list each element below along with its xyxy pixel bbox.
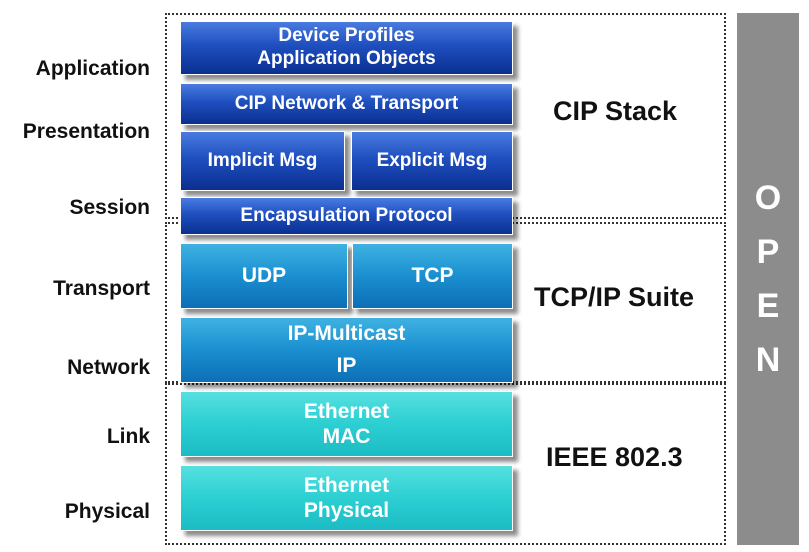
ieee-label: IEEE 802.3 bbox=[546, 442, 683, 472]
implicit-msg-block: Implicit Msg bbox=[180, 131, 345, 191]
cip-stack-label: CIP Stack bbox=[553, 96, 678, 126]
ethernet-mac-line2: MAC bbox=[322, 425, 371, 448]
cip-network-label: CIP Network & Transport bbox=[234, 92, 459, 114]
udp-label: UDP bbox=[241, 264, 287, 288]
ethernet-mac-line1: Ethernet bbox=[303, 399, 390, 423]
open-letter-e: E bbox=[756, 287, 780, 325]
ethernet-mac-block: Ethernet MAC bbox=[180, 391, 513, 457]
open-letter-o: O bbox=[754, 179, 782, 217]
ethernet-physical-block: Ethernet Physical bbox=[180, 465, 513, 531]
open-letter-n: N bbox=[755, 341, 781, 379]
osi-layer-presentation: Presentation bbox=[22, 120, 150, 143]
open-bar: O P E N bbox=[737, 13, 799, 545]
encapsulation-block: Encapsulation Protocol bbox=[180, 197, 513, 235]
implicit-msg-label: Implicit Msg bbox=[207, 149, 318, 171]
cip-network-block: CIP Network & Transport bbox=[180, 83, 513, 125]
tcpip-suite-label: TCP/IP Suite bbox=[534, 282, 695, 312]
open-letter-p: P bbox=[756, 233, 780, 271]
device-profiles-line2: Application Objects bbox=[257, 48, 436, 69]
osi-layer-network: Network bbox=[67, 356, 150, 379]
osi-layer-application: Application bbox=[35, 57, 150, 80]
ip-block: IP-Multicast IP bbox=[180, 317, 513, 383]
explicit-msg-block: Explicit Msg bbox=[351, 131, 513, 191]
ieee-region bbox=[165, 383, 726, 545]
device-profiles-line1: Device Profiles bbox=[278, 25, 415, 47]
device-profiles-block: Device Profiles Application Objects bbox=[180, 21, 513, 75]
ethernet-physical-line2: Physical bbox=[303, 499, 390, 522]
osi-layer-physical: Physical bbox=[64, 500, 150, 523]
ip-label: IP bbox=[336, 354, 357, 378]
udp-block: UDP bbox=[180, 243, 348, 309]
explicit-msg-label: Explicit Msg bbox=[376, 149, 488, 171]
osi-layer-session: Session bbox=[69, 196, 150, 219]
tcp-block: TCP bbox=[352, 243, 513, 309]
ethernet-physical-line1: Ethernet bbox=[303, 473, 390, 497]
osi-layer-transport: Transport bbox=[53, 277, 150, 300]
encapsulation-label: Encapsulation Protocol bbox=[240, 204, 453, 226]
ip-multicast-label: IP-Multicast bbox=[287, 322, 406, 346]
tcp-label: TCP bbox=[411, 264, 454, 288]
osi-layer-link: Link bbox=[106, 425, 150, 448]
